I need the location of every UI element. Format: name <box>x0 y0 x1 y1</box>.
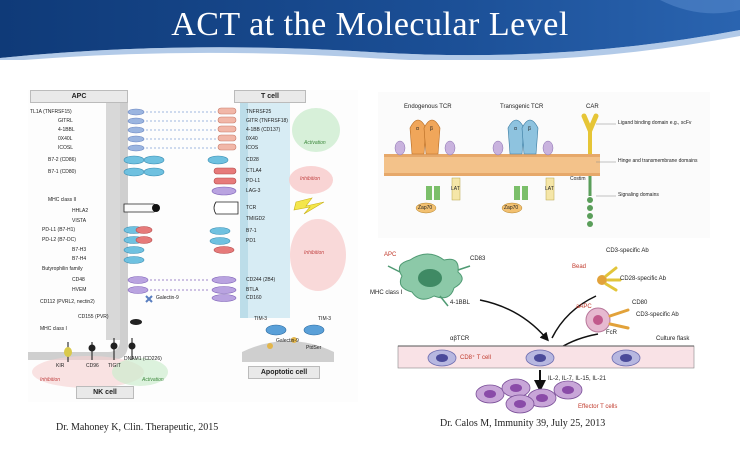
zap70-label: Zap70 <box>418 205 433 211</box>
tcell-label: PD1 <box>246 238 256 244</box>
cd28ab-label: CD28-specific Ab <box>620 276 667 282</box>
tcr-title-transgenic: Transgenic TCR <box>500 104 544 110</box>
apc-label: PD-L1 (B7-H1) <box>42 227 76 233</box>
tcell-label: 4-1BB (CD137) <box>246 127 281 133</box>
tim3-label: TIM-3 <box>254 316 268 322</box>
tcell-label: CTLA4 <box>246 168 262 174</box>
apc-label: 4-1BBL <box>58 127 75 133</box>
tcell-label: PD-L1 <box>246 178 261 184</box>
fcr-label: FcR <box>606 330 617 336</box>
tcell-label: TNFRSF25 <box>246 109 272 115</box>
bb-label: 4-1BBL <box>450 300 471 306</box>
nk-inhibition-label: Inhibition <box>40 377 61 383</box>
car-legend-ligand: Ligand binding domain e.g., scFv <box>618 120 692 126</box>
apc-label: Butyrophilin family <box>42 266 83 272</box>
apc-label: GITRL <box>58 118 73 124</box>
act-expansion-figure: APC CD83 MHC class I 4-1BBL CD3-specific… <box>370 238 720 414</box>
tim3-label: TIM-3 <box>318 316 332 322</box>
tcell-label: GITR (TNFRSF18) <box>246 118 288 124</box>
tcell-label: 0X40 <box>246 136 258 142</box>
apc-label: B7-2 (CD86) <box>48 157 77 163</box>
tcell-label: TMIGD2 <box>246 216 265 222</box>
tcell-label: CD28 <box>246 157 259 163</box>
tcr-car-figure: Endogenous TCR Transgenic TCR CAR α β α … <box>378 92 710 238</box>
apc-label: B7-H3 <box>72 247 87 253</box>
apc-label: VISTA <box>72 218 87 224</box>
apc-label: PD-L2 (B7-DC) <box>42 237 76 243</box>
flask-label: Culture flask <box>656 336 690 342</box>
car-legend-hinge: Hinge and transmembrane domains <box>618 158 698 164</box>
nk-activation-label: Activation <box>142 377 164 383</box>
tcr-title-endogenous: Endogenous TCR <box>404 104 452 110</box>
caption-left: Dr. Mahoney K, Clin. Therapeutic, 2015 <box>56 422 219 433</box>
inhibition-label: Inhibition <box>300 176 321 182</box>
activation-label: Activation <box>304 140 326 146</box>
tcr-car-diagram <box>384 113 616 227</box>
apc-label: HHLA2 <box>72 208 89 214</box>
nk-header: NK cell <box>76 386 134 399</box>
tcell-label: ICOS <box>246 145 259 151</box>
tcell-label: B7-1 <box>246 228 257 234</box>
interleukins-label: IL-2, IL-7, IL-15, IL-21 <box>548 376 607 382</box>
inhibition-label: Inhibition <box>304 250 325 256</box>
zap70-label: Zap70 <box>504 205 519 211</box>
tcell-header: T cell <box>234 90 306 103</box>
nk-receptor-label: CD96 <box>86 363 99 369</box>
cd3ab-label: CD3-specific Ab <box>606 248 649 254</box>
beta-chain-label: β <box>528 126 531 132</box>
ligand-receptor-diagram <box>28 100 346 388</box>
car-legend-costim: Costim <box>570 176 586 182</box>
car-legend-signaling: Signaling domains <box>618 192 659 198</box>
nk-ligand-label: CD112 (PVRL2, nectin2) <box>40 299 95 305</box>
tcell-label: CD160 <box>246 295 262 301</box>
cd3ab2-label: CD3-specific Ab <box>636 312 679 318</box>
nk-receptor-label: TIGIT <box>108 363 121 369</box>
slide-title: ACT at the Molecular Level <box>171 6 569 43</box>
ptdser-label: PtdSer <box>306 345 322 351</box>
effector-label: Effector T cells <box>578 404 618 410</box>
tcell-label: TCR <box>246 205 257 211</box>
galectin-label: Galectin-9 <box>156 295 179 301</box>
galectin-label: Galectin-9 <box>276 338 299 344</box>
apc-label: ICOSL <box>58 145 74 151</box>
alpha-chain-label: α <box>514 126 517 132</box>
nk-ligand-label: CD155 (PVR) <box>78 314 109 320</box>
apc-label: MHC class II <box>48 197 77 203</box>
tcell-label: LAG-3 <box>246 188 261 194</box>
apc-label: HVEM <box>72 287 87 293</box>
bead-label: Bead <box>572 264 587 270</box>
nk-ligand-label: MHC class I <box>40 326 67 332</box>
tcell-label: CD244 (2B4) <box>246 277 276 283</box>
apoptotic-header: Apoptotic cell <box>248 366 320 379</box>
apc-label: CD48 <box>72 277 85 283</box>
header-wave-graphic <box>0 0 740 60</box>
slide-header: ACT at the Molecular Level <box>0 0 740 60</box>
ligand-receptor-figure: APC T cell NK cell Apoptotic cell TL1A (… <box>28 90 358 402</box>
apc-header: APC <box>30 90 128 103</box>
abtcr-label: αβTCR <box>450 336 470 342</box>
nk-receptor-label: KIR <box>56 363 65 369</box>
cd8-label: CD8⁺ T cell <box>460 355 491 361</box>
alpha-chain-label: α <box>416 126 419 132</box>
tcr-title-car: CAR <box>586 104 599 110</box>
lat-label: LAT <box>451 186 460 192</box>
apc-label: APC <box>384 252 397 258</box>
caption-right: Dr. Calos M, Immunity 39, July 25, 2013 <box>440 418 606 429</box>
nk-receptor-label: DNAM1 (CD226) <box>124 356 162 362</box>
cd80-label: CD80 <box>632 300 648 306</box>
cd83-label: CD83 <box>470 256 486 262</box>
apc-label: 0X40L <box>58 136 73 142</box>
tcell-label: BTLA <box>246 287 259 293</box>
apc-label: B7-1 (CD80) <box>48 169 77 175</box>
apc-label: B7-H4 <box>72 256 87 262</box>
aapc-label: aAPC <box>576 304 592 310</box>
apc-label: TL1A (TNFRSF15) <box>30 109 72 115</box>
mhc-label: MHC class I <box>370 290 403 296</box>
act-expansion-diagram <box>387 253 695 414</box>
lat-label: LAT <box>545 186 554 192</box>
beta-chain-label: β <box>430 126 433 132</box>
